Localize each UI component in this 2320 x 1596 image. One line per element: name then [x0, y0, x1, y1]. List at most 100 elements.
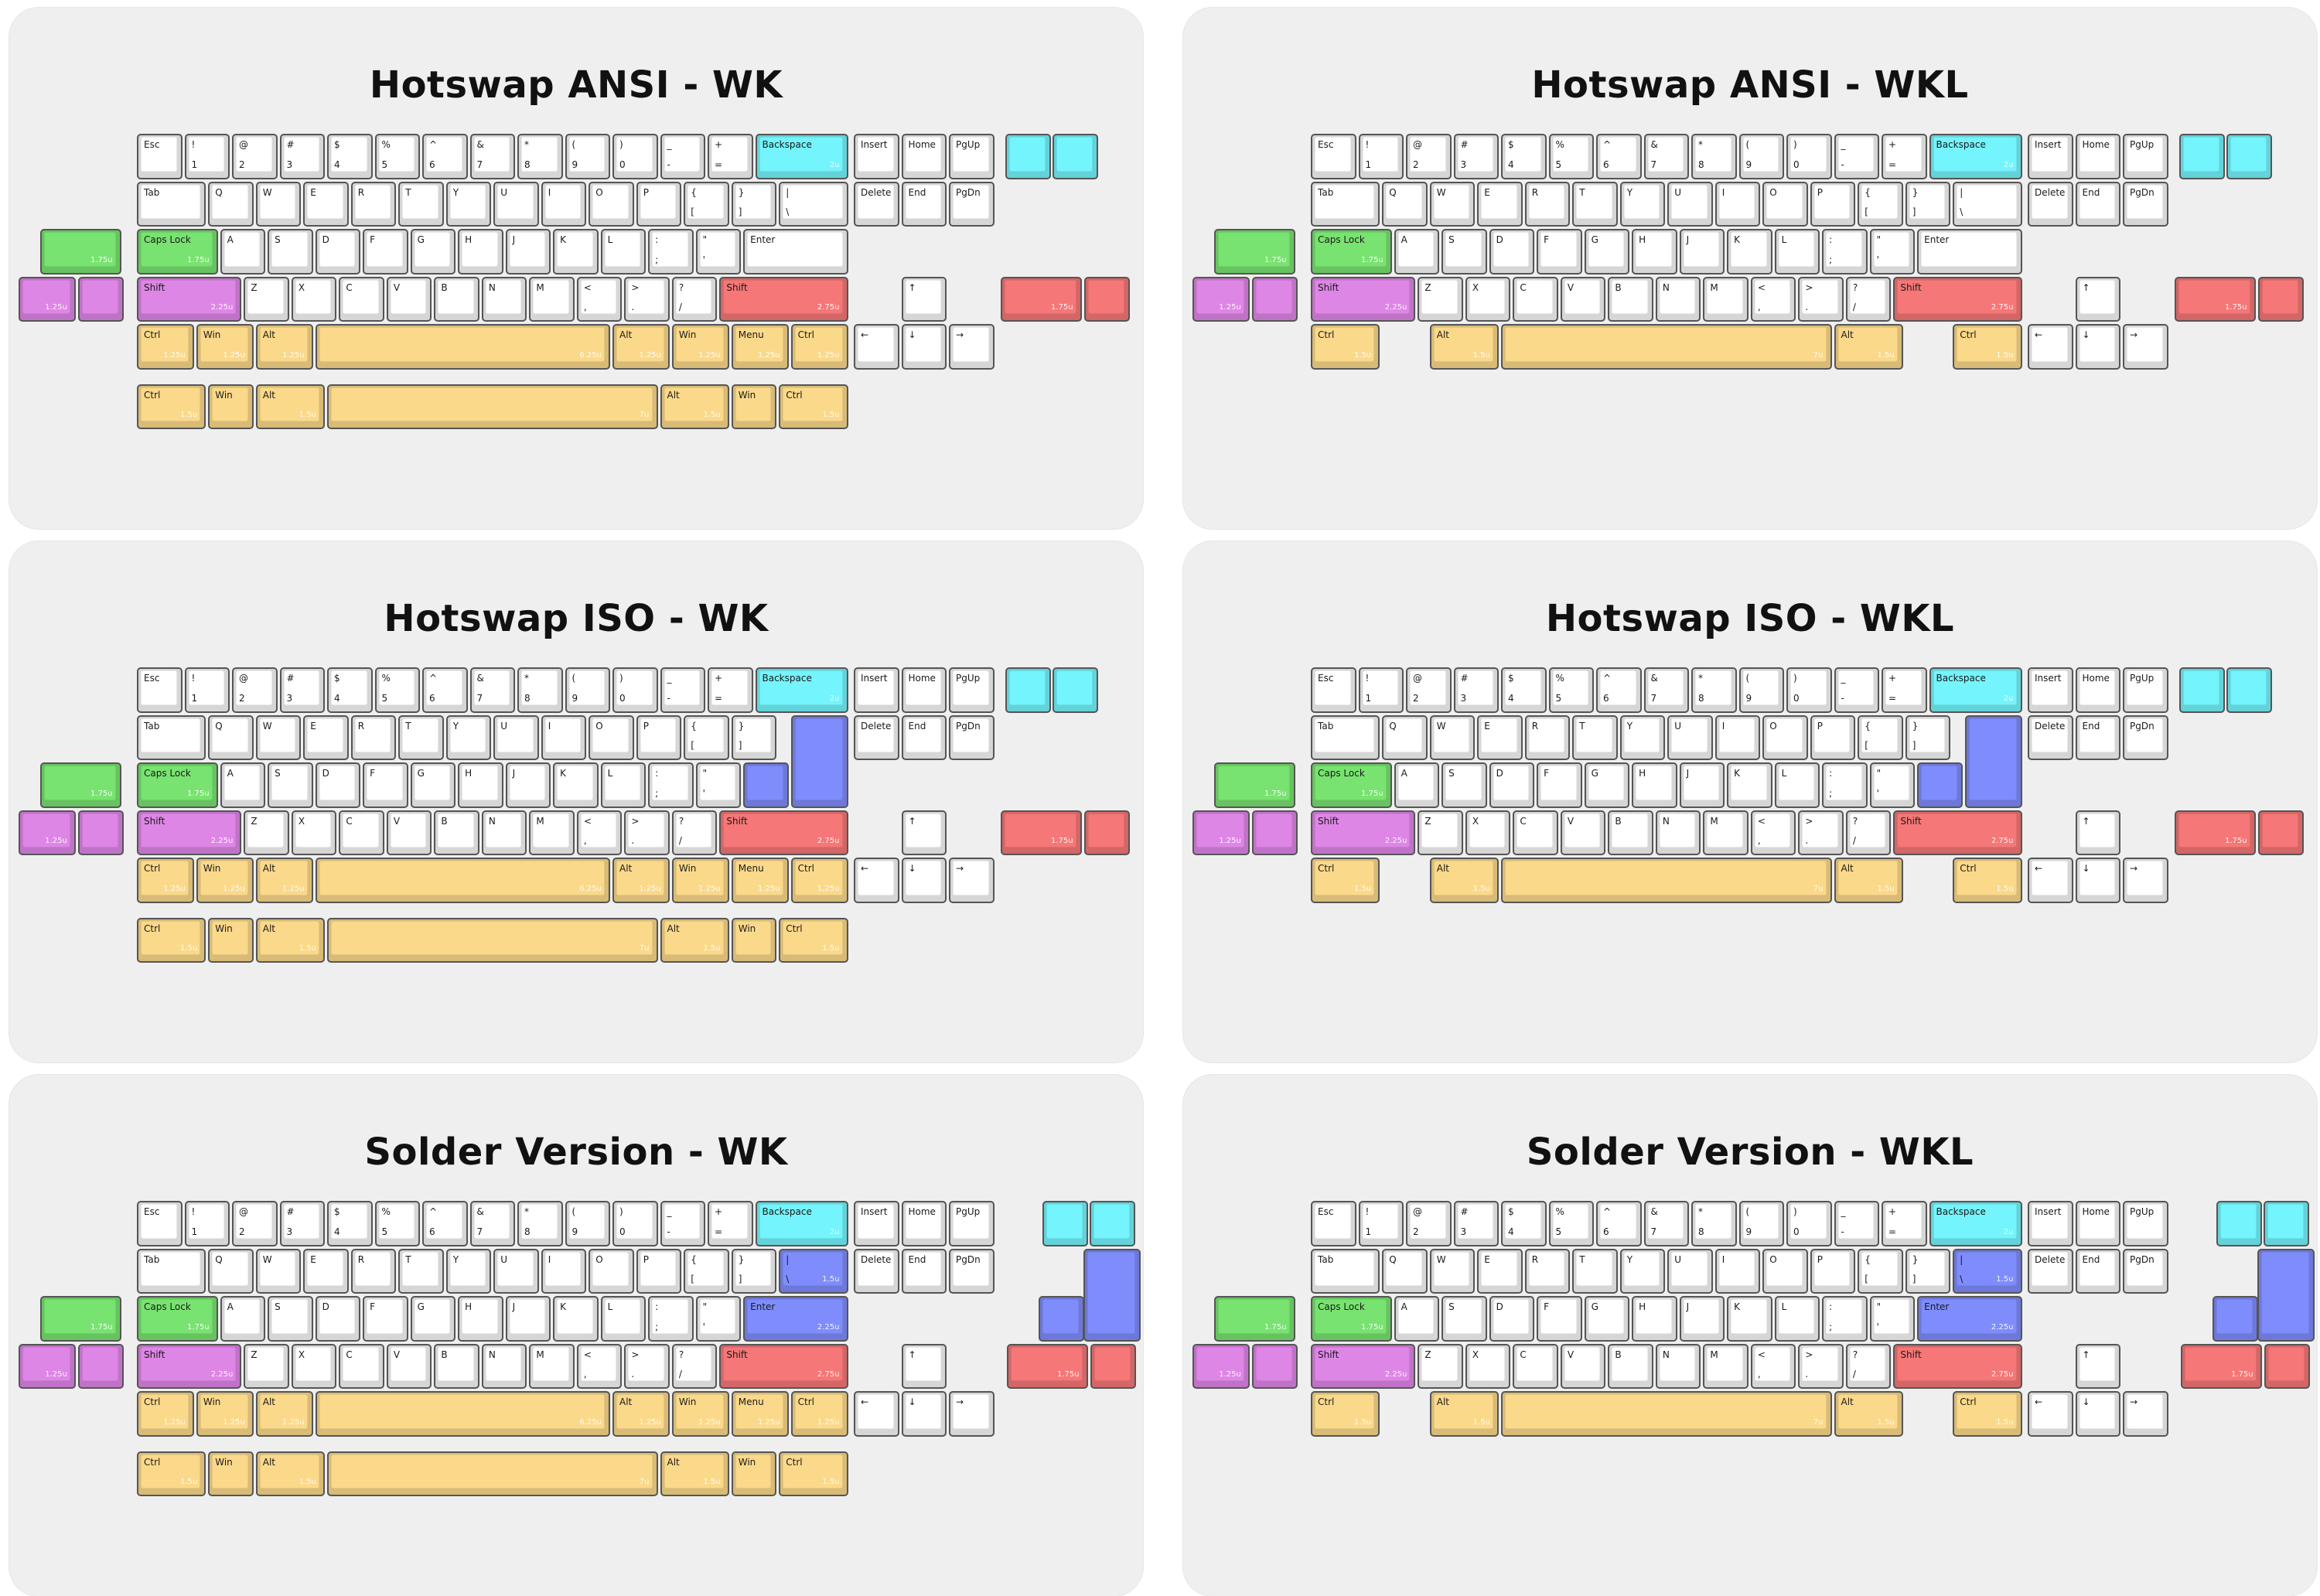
key-legend: G — [417, 1301, 425, 1312]
key-legend: D — [322, 1301, 329, 1312]
key-legend: Insert — [861, 139, 888, 150]
key-letter: G — [410, 1296, 456, 1342]
key-letter: F — [363, 229, 408, 275]
key-letter: E — [303, 181, 349, 227]
key-legend: E — [310, 1253, 316, 1265]
key-spacebar: 7u — [1501, 858, 1832, 903]
key-legend: _ — [667, 139, 672, 150]
key-size-label: 7u — [639, 1478, 650, 1486]
key-legend-shifted: ; — [655, 1321, 659, 1332]
key-legend: Insert — [861, 673, 888, 684]
key-number: += — [1882, 134, 1927, 179]
key-legend-shifted: 0 — [619, 1226, 626, 1237]
key-legend: % — [381, 673, 391, 684]
key-legend: End — [2082, 1253, 2100, 1265]
key-legend: Shift — [144, 1349, 165, 1360]
key-home: Home — [2075, 134, 2120, 179]
key-size-label: 2u — [2003, 160, 2014, 169]
key-number: += — [708, 134, 753, 179]
key-letter: X — [291, 810, 337, 855]
alt-key-shift-175: 1.75u — [2175, 276, 2256, 322]
key-legend: Win — [738, 1456, 756, 1468]
key-size-label: 1.75u — [1264, 1322, 1287, 1332]
key-legend-shifted: - — [667, 159, 670, 170]
key-legend: Ctrl — [1960, 329, 1977, 340]
key-size-label: 2.25u — [1384, 1370, 1407, 1379]
alt-key-split-backspace — [1005, 134, 1051, 179]
key-number: @2 — [232, 1201, 278, 1246]
key-tab: Tab — [137, 1248, 206, 1294]
key-size-label: 1.25u — [817, 1417, 840, 1427]
key-size-label: 1.75u — [2225, 837, 2247, 845]
key-legend: Alt — [667, 922, 680, 934]
key-letter: T — [398, 714, 444, 760]
key-number: )0 — [612, 1201, 658, 1246]
key-legend: Ctrl — [1318, 329, 1335, 340]
key-letter: U — [493, 714, 539, 760]
key-size-label: 2u — [2003, 694, 2014, 703]
key-size-label: 1.25u — [45, 303, 67, 312]
key-legend-shifted: 9 — [1745, 159, 1752, 170]
key-letter: K — [1727, 1296, 1772, 1342]
key-number: )0 — [1786, 667, 1832, 713]
key-letter: X — [291, 276, 337, 322]
key-legend: Z — [251, 1349, 258, 1360]
alt-key-caps: 1.75u — [40, 762, 121, 808]
key-legend: ← — [2035, 1396, 2043, 1407]
key-letter: F — [1537, 1296, 1582, 1342]
key-end: End — [2075, 1248, 2120, 1294]
key-legend: ? — [1852, 815, 1858, 827]
key-legend-shifted: 5 — [381, 1226, 388, 1237]
key-tab: Tab — [137, 714, 206, 760]
key-legend: S — [275, 1301, 281, 1312]
key-legend: _ — [1841, 673, 1846, 684]
key-legend: Tab — [144, 720, 160, 732]
key-size-label: 1.25u — [282, 884, 305, 893]
key-arrow-right: → — [949, 1391, 995, 1437]
key-letter: I — [1714, 181, 1761, 227]
key-letter: J — [505, 1296, 551, 1342]
key-pgup: PgUp — [2123, 134, 2168, 179]
key-letter: D — [315, 229, 361, 275]
key-letter: W — [255, 1248, 302, 1294]
key-legend-shifted: 5 — [381, 159, 388, 170]
key-legend-shifted: ' — [702, 1321, 705, 1332]
key-legend: } — [738, 186, 745, 198]
key-legend: PgUp — [2130, 1206, 2155, 1217]
key-iso-hash — [743, 762, 789, 808]
alt-key-iso-enter — [1083, 1248, 1141, 1342]
key-legend: X — [298, 815, 305, 827]
key-letter: H — [458, 762, 503, 808]
key-letter: J — [505, 762, 551, 808]
key-legend-shifted: 5 — [381, 692, 388, 704]
key-legend-shifted: 0 — [619, 159, 626, 170]
key-size-label: 1.25u — [698, 884, 721, 893]
key-number: += — [1882, 1201, 1927, 1246]
key-letter: B — [434, 1343, 479, 1389]
key-legend: } — [1912, 1253, 1919, 1265]
key-letter: F — [363, 1296, 408, 1342]
key-legend: Win — [738, 922, 756, 934]
key-legend: | — [786, 186, 790, 198]
key-legend: PgDn — [2130, 720, 2155, 732]
key-legend: G — [417, 768, 425, 779]
key-modifier: Win — [731, 1451, 777, 1496]
key-legend: J — [1686, 1301, 1690, 1312]
key-letter: J — [1679, 229, 1725, 275]
key-legend-shifted: 3 — [286, 1226, 293, 1237]
key-letter: K — [553, 229, 599, 275]
key-legend: C — [346, 281, 353, 293]
key-size-label: 1.75u — [90, 1322, 113, 1332]
key-letter: S — [1441, 1296, 1487, 1342]
key-legend: Tab — [1318, 1253, 1334, 1265]
key-letter: D — [1489, 1296, 1535, 1342]
key-legend: Delete — [861, 1253, 892, 1265]
